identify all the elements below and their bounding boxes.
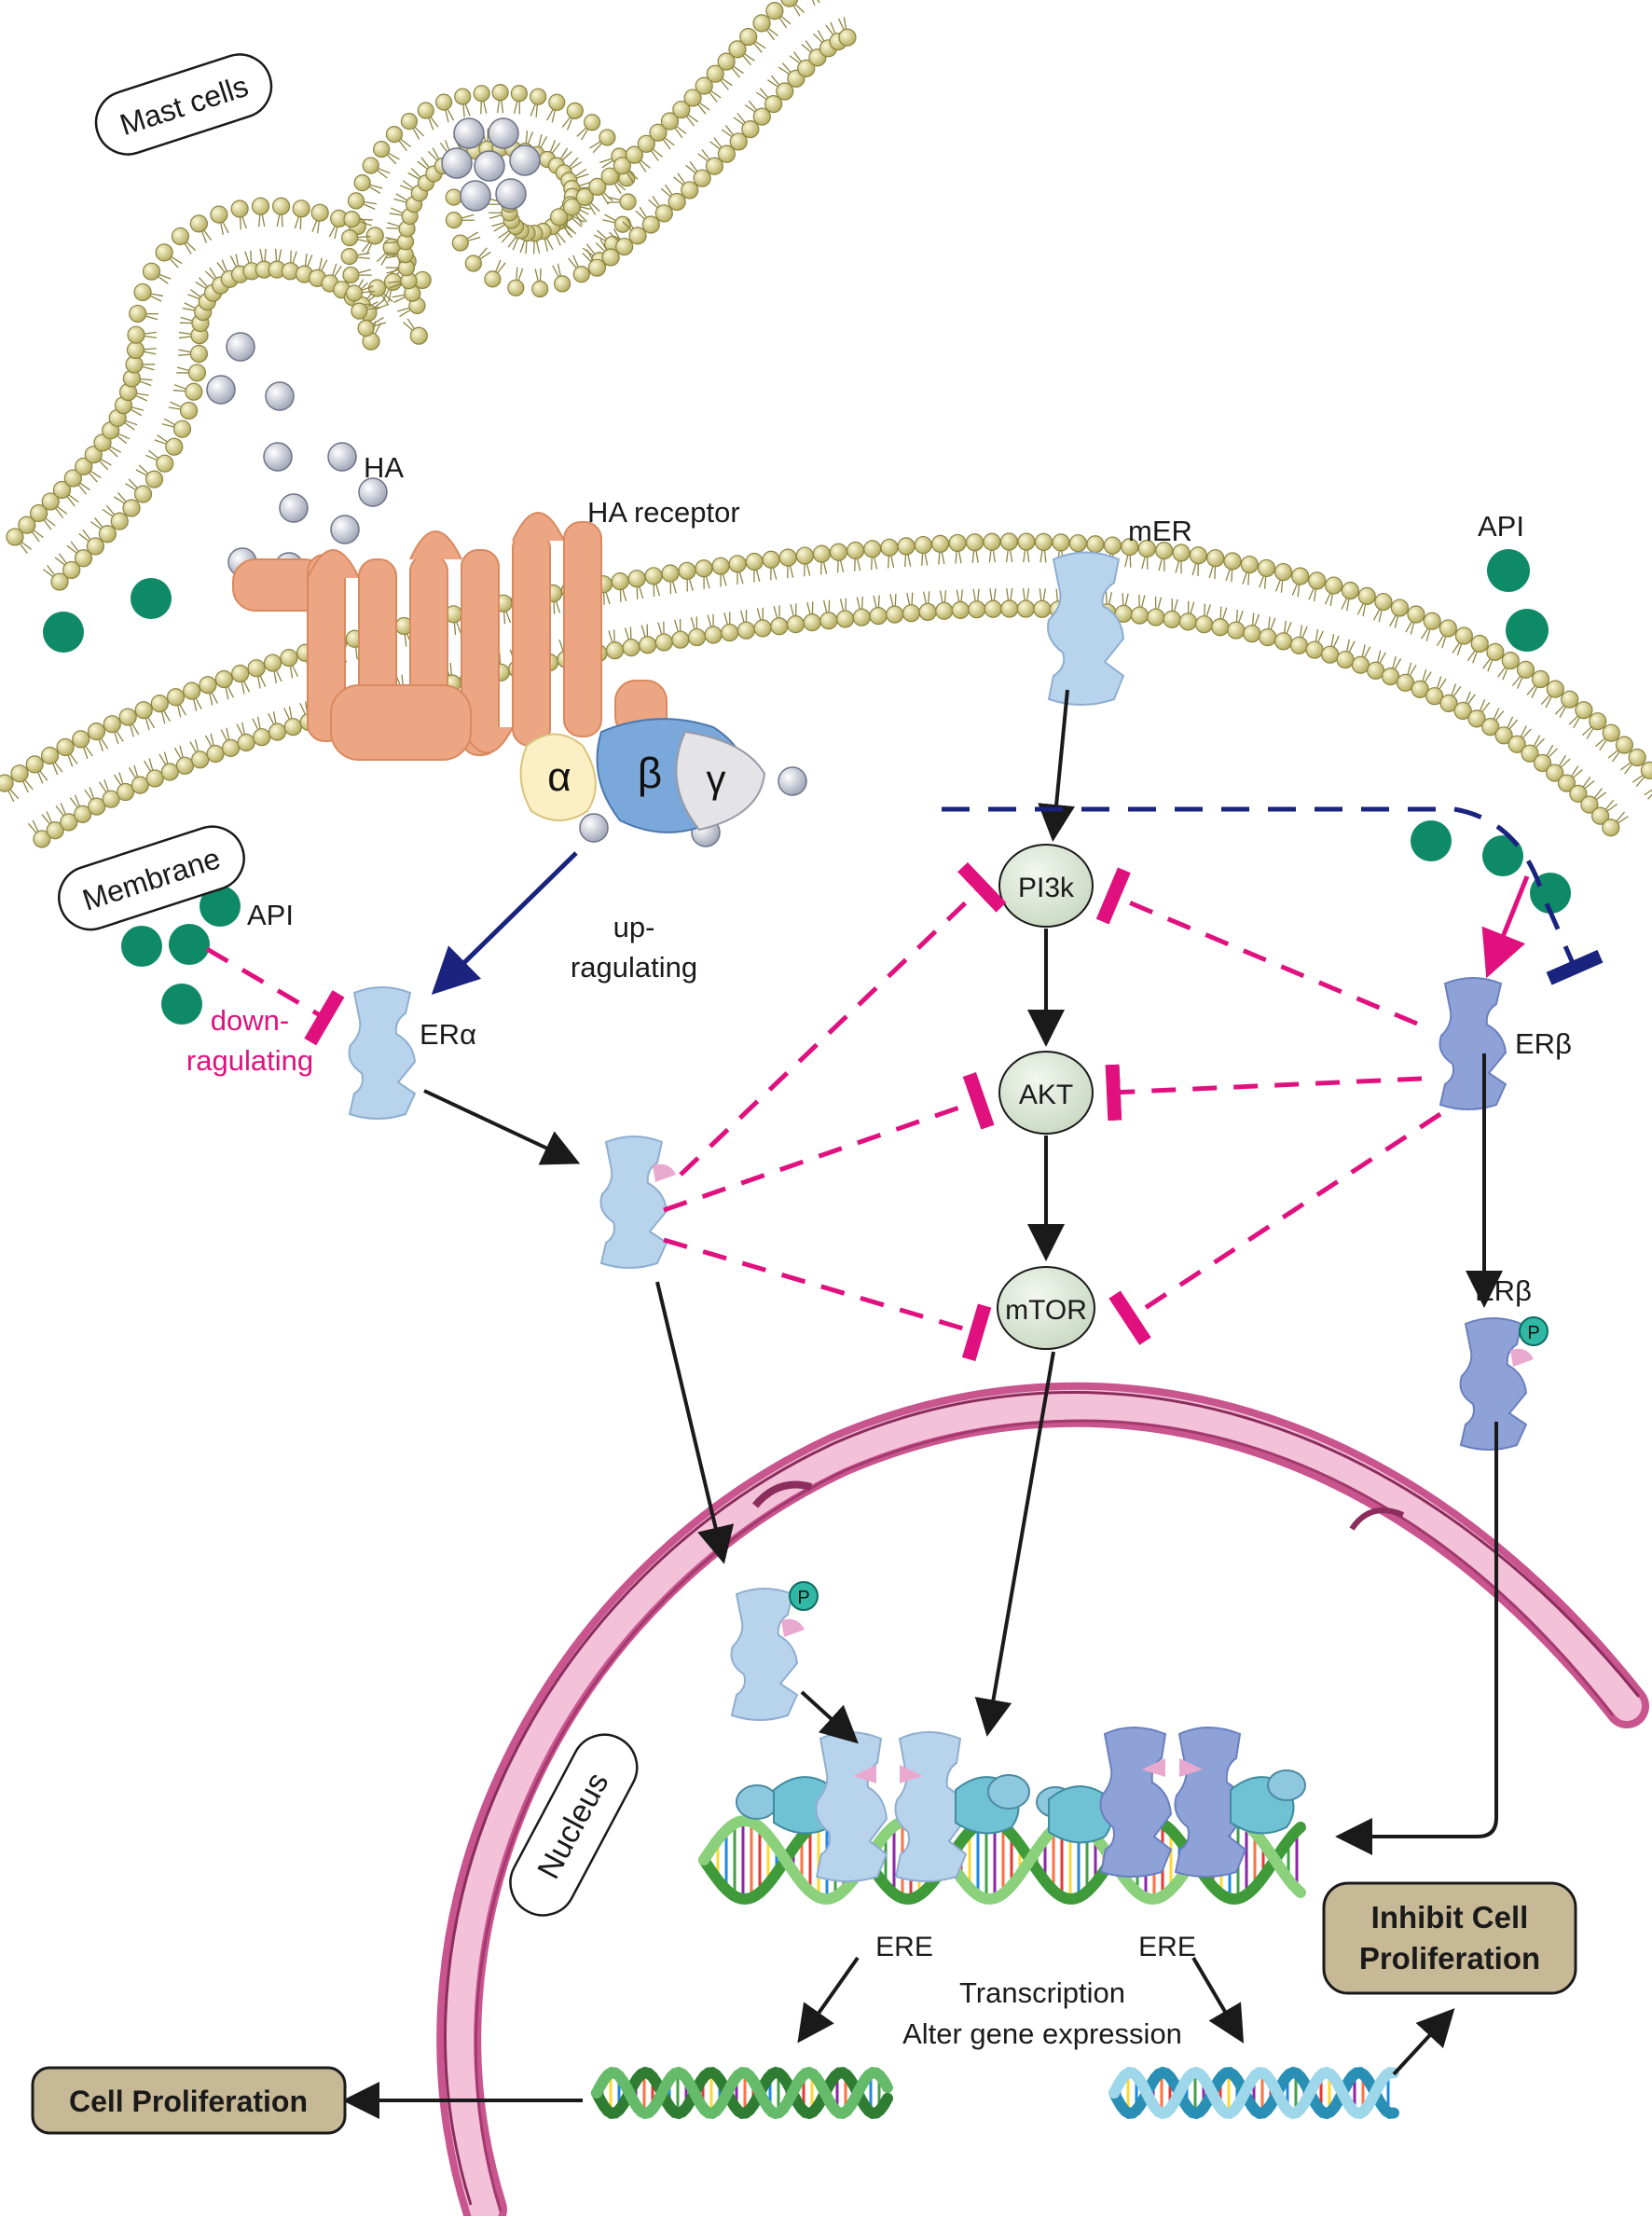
er-beta-receptor (1439, 977, 1507, 1110)
er-alpha-bound (599, 1136, 676, 1269)
phospho-label-beta: P (1527, 1323, 1539, 1343)
pi3k-node: PI3k (998, 844, 1094, 928)
up-label-2: ragulating (571, 951, 697, 984)
er-beta-label: ERβ (1515, 1027, 1572, 1060)
vesicle-granules (441, 117, 541, 212)
inhibition-arrows (205, 861, 1442, 1362)
er-alpha-phosphorylated: P (730, 1581, 819, 1721)
cell-proliferation-box: Cell Proliferation (31, 2066, 347, 2135)
er-beta-label-2: ERβ (1475, 1274, 1532, 1307)
lipid-bilayer (0, 0, 1652, 848)
api-label-left: API (247, 899, 294, 931)
down-label-1: down- (211, 1004, 289, 1037)
mrna-right (1108, 2066, 1399, 2120)
ere-label-left: ERE (875, 1932, 933, 1962)
phospho-label-alpha: P (797, 1588, 809, 1608)
inhibit-label-1: Inhibit Cell (1371, 1900, 1529, 1934)
inhibit-proliferation-box: Inhibit Cell Proliferation (1322, 1881, 1577, 1995)
akt-node: AKT (998, 1051, 1094, 1135)
er-alpha-receptor (348, 986, 417, 1120)
ha-label: HA (364, 451, 404, 484)
transcription-label: Transcription (959, 1976, 1125, 2009)
g-gamma-label: γ (707, 757, 726, 801)
pi3k-label: PI3k (1018, 873, 1075, 903)
er-dimers-on-dna (736, 1727, 1306, 1882)
mrna-left (591, 2066, 893, 2120)
ha-receptor-label: HA receptor (587, 496, 740, 529)
navy-arrows (431, 806, 1604, 995)
mer-label: mER (1128, 515, 1192, 547)
gene-expression-label: Alter gene expression (902, 2017, 1182, 2050)
g-alpha-label: α (547, 754, 571, 800)
mtor-label: mTOR (1005, 1295, 1087, 1326)
g-beta-label: β (638, 749, 662, 797)
g-protein: α β γ (519, 718, 766, 833)
cell-proliferation-label: Cell Proliferation (69, 2085, 308, 2118)
ere-label-right: ERE (1138, 1932, 1196, 1962)
akt-label: AKT (1019, 1080, 1073, 1110)
inhibit-label-2: Proliferation (1359, 1941, 1540, 1975)
er-beta-phosphorylated: P (1459, 1316, 1549, 1451)
down-label-2: ragulating (186, 1044, 313, 1077)
up-label-1: up- (613, 911, 655, 943)
api-to-erbeta-arrow (1481, 875, 1530, 979)
api-label-top: API (1478, 510, 1524, 543)
er-alpha-label: ERα (420, 1018, 476, 1051)
nuclear-envelope (436, 1382, 1649, 2216)
membrane-er (1047, 551, 1125, 706)
mast-cells-tag: Mast cells (94, 53, 273, 156)
mtor-node: mTOR (997, 1266, 1095, 1350)
